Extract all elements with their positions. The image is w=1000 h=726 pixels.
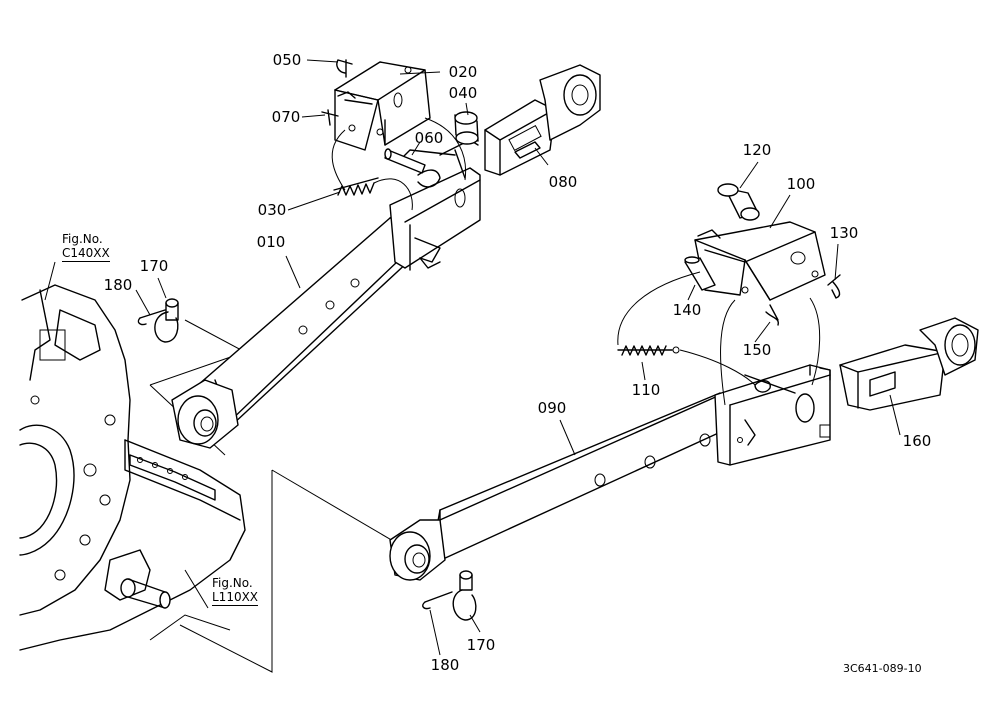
callout-170-left: 170 bbox=[139, 257, 169, 275]
fig-ref-bottom-code: L110XX bbox=[212, 590, 259, 606]
spring-030 bbox=[333, 177, 379, 196]
bracket-020 bbox=[334, 61, 431, 151]
bracket-link-arc-100 bbox=[720, 299, 736, 406]
bracket-100 bbox=[694, 221, 826, 301]
fig-ref-top-leader bbox=[44, 261, 56, 301]
linch-pin-170-bottom bbox=[422, 570, 477, 621]
fig-ref-bottom-label: Fig.No. bbox=[212, 576, 253, 590]
end-block-160 bbox=[839, 317, 979, 411]
callout-120: 120 bbox=[742, 141, 772, 159]
callout-060: 060 bbox=[414, 129, 444, 147]
fig-ref-top-code: C140XX bbox=[62, 246, 110, 262]
pin-060 bbox=[384, 148, 426, 174]
callout-070: 070 bbox=[271, 108, 301, 126]
callout-130: 130 bbox=[829, 224, 859, 242]
callout-150: 150 bbox=[742, 341, 772, 359]
lower-link-right bbox=[389, 364, 831, 581]
assembly-line-bottom bbox=[179, 470, 273, 673]
callout-010: 010 bbox=[256, 233, 286, 251]
callout-030: 030 bbox=[257, 201, 287, 219]
pin-140 bbox=[684, 256, 716, 291]
callout-100: 100 bbox=[786, 175, 816, 193]
callout-050: 050 bbox=[272, 51, 302, 69]
callout-040: 040 bbox=[448, 84, 478, 102]
tractor-housing bbox=[19, 284, 246, 651]
fig-ref-top-label: Fig.No. bbox=[62, 232, 103, 246]
spring-110 bbox=[617, 345, 680, 356]
bracket-link-arc bbox=[424, 117, 467, 181]
fig-ref-top: Fig.No. C140XX bbox=[62, 232, 110, 262]
pin-120 bbox=[717, 183, 760, 221]
fig-ref-bottom: Fig.No. L110XX bbox=[212, 576, 259, 606]
spring-hook-line-030b bbox=[373, 178, 413, 211]
callout-110: 110 bbox=[631, 381, 661, 399]
pin-040 bbox=[454, 111, 479, 145]
lower-link-left bbox=[171, 139, 481, 449]
callout-170-bottom: 170 bbox=[466, 636, 496, 654]
callout-140: 140 bbox=[672, 301, 702, 319]
callout-090: 090 bbox=[537, 399, 567, 417]
callout-180-bottom: 180 bbox=[430, 656, 460, 674]
clip-pin-070 bbox=[321, 109, 339, 126]
spring-hook-line-110b bbox=[679, 349, 756, 386]
callout-180-left: 180 bbox=[103, 276, 133, 294]
clip-pin-130 bbox=[827, 274, 841, 299]
spring-hook-line-030 bbox=[331, 129, 346, 191]
assembly-line-bottom-diag bbox=[271, 469, 401, 546]
callout-080: 080 bbox=[548, 173, 578, 191]
leader-lines bbox=[135, 59, 901, 656]
linch-pin-170-left bbox=[137, 298, 179, 343]
clip-pin-050 bbox=[336, 59, 353, 78]
callout-160: 160 bbox=[902, 432, 932, 450]
drawing-code: 3C641-089-10 bbox=[843, 662, 922, 675]
fig-ref-bottom-leader bbox=[184, 569, 209, 609]
callout-020: 020 bbox=[448, 63, 478, 81]
spring-hook-line-110 bbox=[617, 271, 701, 346]
bracket-link-arc-100b bbox=[809, 297, 821, 386]
clip-pin-150 bbox=[765, 304, 779, 326]
end-block-080 bbox=[484, 64, 601, 176]
